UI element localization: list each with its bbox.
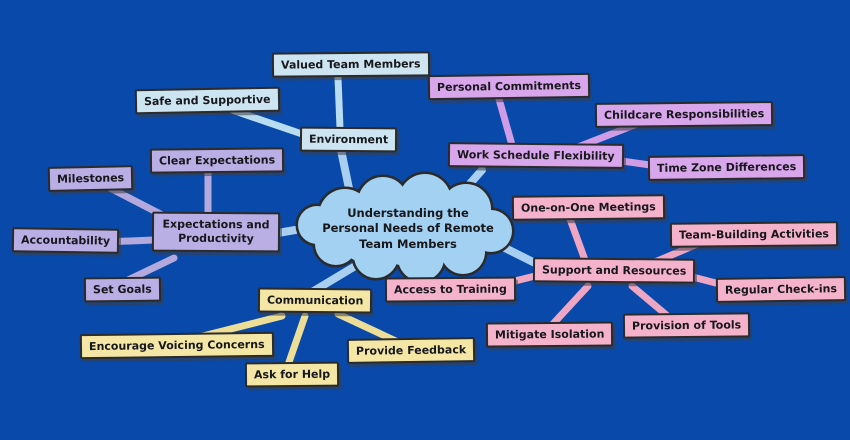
node-provide-feedback[interactable]: Provide Feedback (346, 337, 476, 364)
node-regular-check-ins[interactable]: Regular Check-ins (715, 276, 847, 303)
environment-lines (228, 74, 344, 138)
central-cloud-fill (298, 174, 512, 281)
node-access-to-training[interactable]: Access to Training (384, 276, 516, 303)
node-time-zone-differences[interactable]: Time Zone Differences (647, 154, 806, 181)
node-personal-commitments[interactable]: Personal Commitments (427, 72, 591, 101)
node-communication[interactable]: Communication (257, 287, 373, 314)
node-encourage-voicing-concerns[interactable]: Encourage Voicing Concerns (79, 331, 274, 360)
node-childcare-responsibilities[interactable]: Childcare Responsibilities (594, 101, 774, 128)
node-milestones[interactable]: Milestones (47, 165, 134, 192)
node-environment[interactable]: Environment (299, 126, 398, 153)
node-valued-team-members[interactable]: Valued Team Members (271, 51, 430, 78)
node-set-goals[interactable]: Set Goals (83, 276, 161, 303)
node-ask-for-help[interactable]: Ask for Help (244, 361, 340, 388)
node-expectations-and-productivity[interactable]: Expectations and Productivity (151, 211, 281, 252)
node-provision-of-tools[interactable]: Provision of Tools (622, 312, 751, 339)
node-mitigate-isolation[interactable]: Mitigate Isolation (485, 321, 614, 348)
node-work-schedule-flexibility[interactable]: Work Schedule Flexibility (447, 142, 624, 169)
node-support-and-resources[interactable]: Support and Resources (532, 257, 696, 284)
central-topic[interactable]: Understanding the Personal Needs of Remo… (322, 205, 494, 251)
node-team-building-activities[interactable]: Team-Building Activities (669, 221, 839, 248)
node-clear-expectations[interactable]: Clear Expectations (149, 147, 285, 174)
node-accountability[interactable]: Accountability (11, 227, 120, 254)
node-one-on-one-meetings[interactable]: One-on-One Meetings (511, 194, 665, 221)
node-safe-and-supportive[interactable]: Safe and Supportive (134, 86, 280, 115)
